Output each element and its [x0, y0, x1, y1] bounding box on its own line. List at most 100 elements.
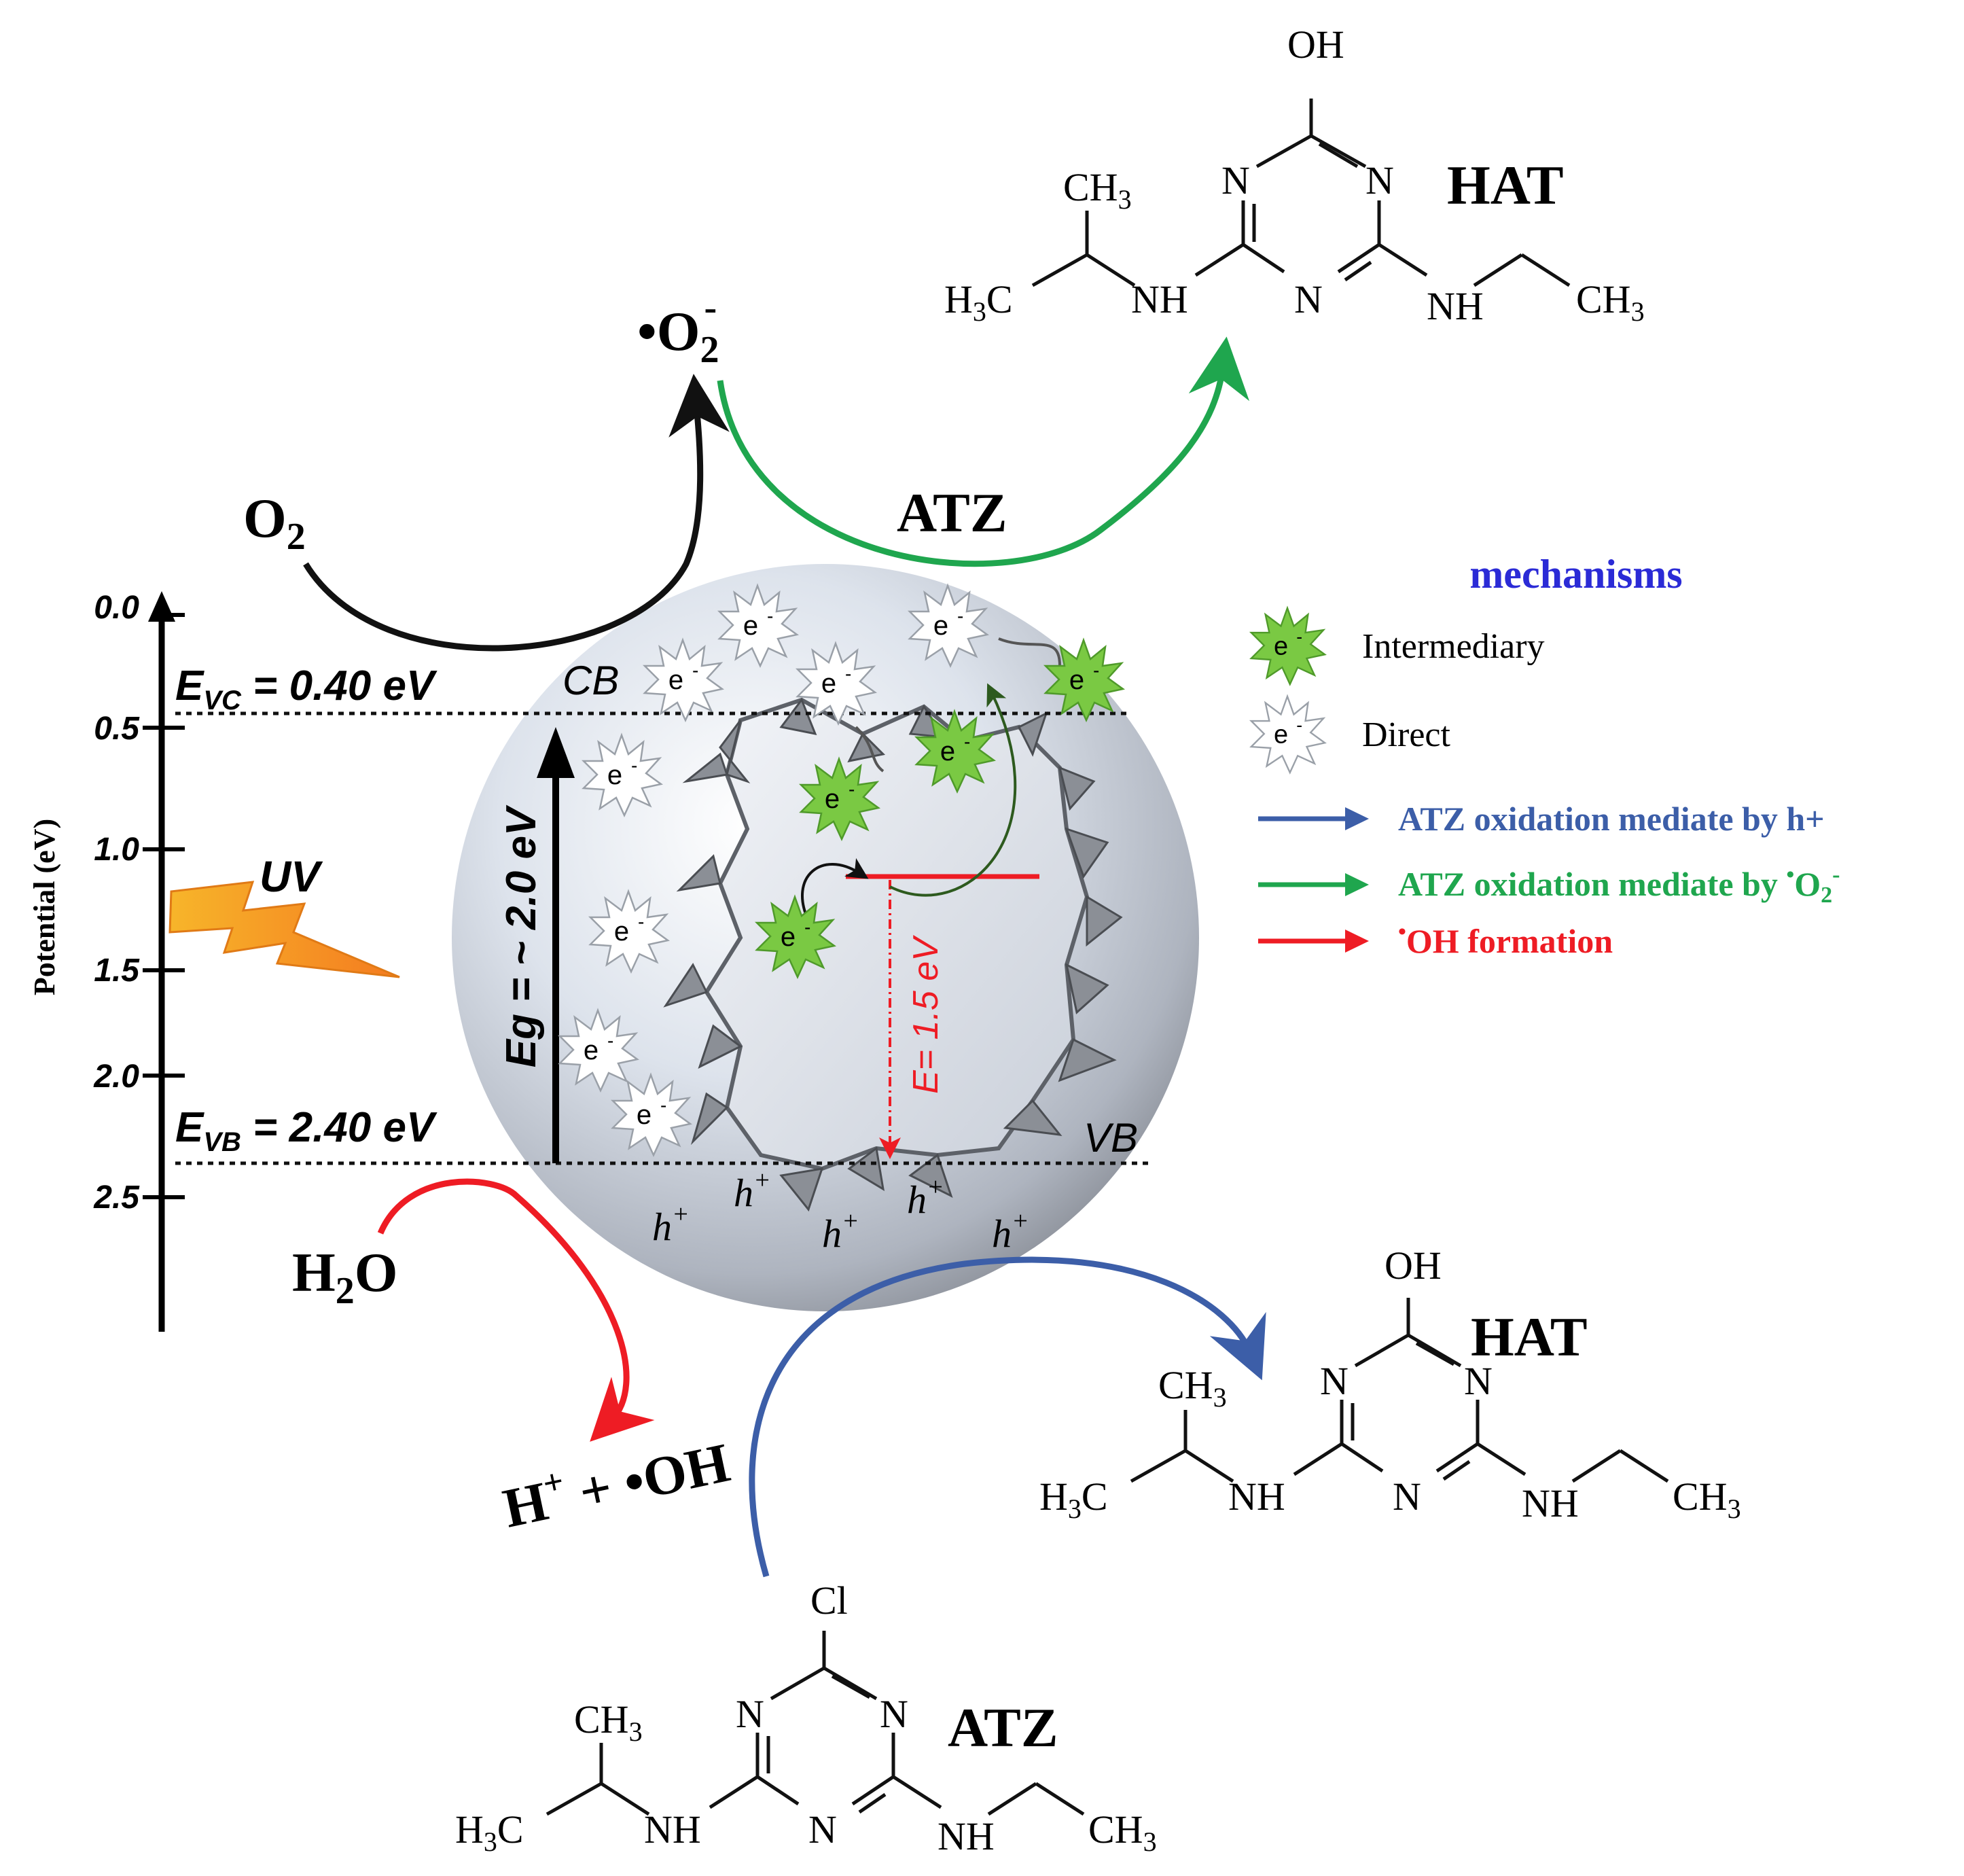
holes: h+ h+ h+ h+ h+ [652, 1166, 1029, 1256]
svg-text:-: - [1296, 626, 1302, 647]
hole: h+ [907, 1173, 944, 1222]
atz-nh: NH [938, 1814, 995, 1858]
hat-top-ch3: CH3 [1576, 277, 1645, 327]
atz-h3c: H3C [455, 1807, 524, 1857]
tick-label-1-0: 1.0 [94, 832, 139, 868]
cb-label: CB [563, 658, 619, 703]
water-label: H2O [292, 1241, 398, 1312]
tick-label-0-0: 0.0 [94, 590, 139, 626]
electron-intermediary: e- [1044, 639, 1124, 722]
svg-text:e: e [1274, 632, 1288, 660]
legend-red-label: •OH formation [1398, 919, 1613, 960]
svg-text:-: - [1296, 715, 1302, 735]
electron-direct: e- [718, 584, 798, 667]
electron-direct: e- [643, 639, 724, 722]
cb-drop-arrow [855, 726, 885, 773]
svg-text:-: - [845, 663, 851, 684]
atz-arrow-label: ATZ [897, 482, 1007, 544]
hat-top-h3c: H3C [944, 277, 1013, 327]
electron-direct: e- [558, 1009, 639, 1092]
legend: mechanisms e- Intermediary e- Direct ATZ… [1250, 552, 1840, 960]
hat-molecule-bottom-labels: OH N N N NH NH CH3 H3C CH3 [1039, 1243, 1741, 1525]
hat-bottom-name: HAT [1471, 1306, 1588, 1368]
legend-direct-label: Direct [1362, 715, 1450, 754]
svg-text:e: e [607, 760, 622, 790]
svg-text:e: e [821, 669, 836, 698]
bandgap-label: Eg = ~ 2.0 eV [498, 804, 545, 1067]
hat-top-nh: NH [1131, 277, 1188, 321]
hat-bottom-n: N [1393, 1474, 1421, 1519]
vb-energy-label: EVB = 2.40 eV [175, 1104, 438, 1157]
atz-n: N [736, 1692, 764, 1736]
svg-text:-: - [638, 911, 644, 932]
svg-text:-: - [964, 731, 970, 752]
o2-reduction-arrow [303, 374, 730, 652]
svg-text:e: e [940, 737, 955, 766]
electron-direct: e- [908, 584, 988, 667]
hole: h+ [992, 1207, 1029, 1256]
svg-text:e: e [1274, 720, 1288, 749]
svg-text:e: e [668, 665, 683, 695]
electron-direct: e- [582, 734, 662, 817]
svg-text:e: e [584, 1036, 599, 1065]
superoxide-oxidation-arrow [717, 336, 1250, 567]
svg-text:-: - [660, 1095, 666, 1116]
legend-green-label: ATZ oxidation mediate by •O2- [1398, 862, 1840, 908]
hat-top-n: N [1294, 277, 1323, 321]
legend-title: mechanisms [1469, 552, 1682, 597]
atz-molecule-labels: Cl N N N NH NH CH3 H3C CH3 [455, 1578, 1157, 1858]
cavity [704, 697, 1090, 1171]
cb-energy-label: EVC = 0.40 eV [175, 662, 438, 715]
electron-intermediary: e- [915, 710, 995, 793]
svg-text:-: - [1093, 660, 1099, 681]
axis-title: Potential (eV) [28, 819, 61, 995]
electron-direct: e- [589, 890, 669, 973]
svg-text:-: - [767, 605, 773, 626]
svg-text:e: e [933, 611, 948, 641]
svg-text:e: e [614, 917, 629, 946]
atz-name: ATZ [948, 1697, 1058, 1758]
superoxide-label: •O2- [637, 287, 719, 371]
svg-text:-: - [692, 660, 698, 681]
tick-label-1-5: 1.5 [94, 953, 140, 989]
hole: h+ [652, 1200, 690, 1249]
tick-label-2-0: 2.0 [93, 1059, 139, 1095]
hat-bottom-h3c: H3C [1039, 1474, 1108, 1524]
hydroxyl-label: H+ + •OH [497, 1428, 735, 1540]
legend-red-arrow [1258, 930, 1369, 953]
electron-direct: e- [611, 1074, 692, 1156]
atz-cl: Cl [810, 1578, 848, 1623]
hat-bottom-nh: NH [1228, 1474, 1285, 1519]
hole: h+ [734, 1166, 771, 1215]
hat-top-name: HAT [1447, 154, 1564, 216]
hat-molecule-bottom [1130, 1298, 1669, 1483]
legend-intermediary-icon: e- [1250, 607, 1326, 686]
legend-blue-arrow [1258, 807, 1369, 830]
svg-text:e: e [743, 611, 758, 641]
atz-nh: NH [644, 1807, 701, 1852]
hat-top-n: N [1221, 158, 1250, 202]
svg-text:e: e [781, 922, 796, 952]
electron-intermediary: e- [755, 896, 836, 978]
potential-axis: 0.0 0.5 1.0 1.5 2.0 2.5 Potential (eV) [28, 590, 185, 1332]
electron-transfer-arrow [801, 857, 869, 921]
atz-ch3: CH3 [574, 1697, 643, 1747]
hat-molecule-top-labels: OH N N N NH NH CH3 H3C CH3 [944, 22, 1645, 328]
bandgap-arrow [537, 727, 575, 1163]
atz-n: N [880, 1692, 908, 1736]
hat-top-ch3: CH3 [1063, 165, 1132, 215]
tick-label-0-5: 0.5 [94, 711, 140, 747]
cb-escape-arrow [998, 637, 1061, 667]
tick-label-2-5: 2.5 [93, 1180, 140, 1216]
hat-top-nh: NH [1427, 284, 1484, 328]
hat-bottom-ch3: CH3 [1673, 1474, 1741, 1524]
intermediate-gap-label: E= 1.5 eV [906, 935, 946, 1094]
intermediary-release-arrow [889, 683, 1017, 897]
svg-text:e: e [637, 1100, 651, 1130]
axis-ticks [143, 613, 185, 1199]
electron-intermediary: e- [800, 758, 880, 840]
legend-green-arrow [1258, 873, 1369, 896]
water-oxidation-arrow [377, 1178, 655, 1442]
atz-molecule [546, 1631, 1085, 1816]
